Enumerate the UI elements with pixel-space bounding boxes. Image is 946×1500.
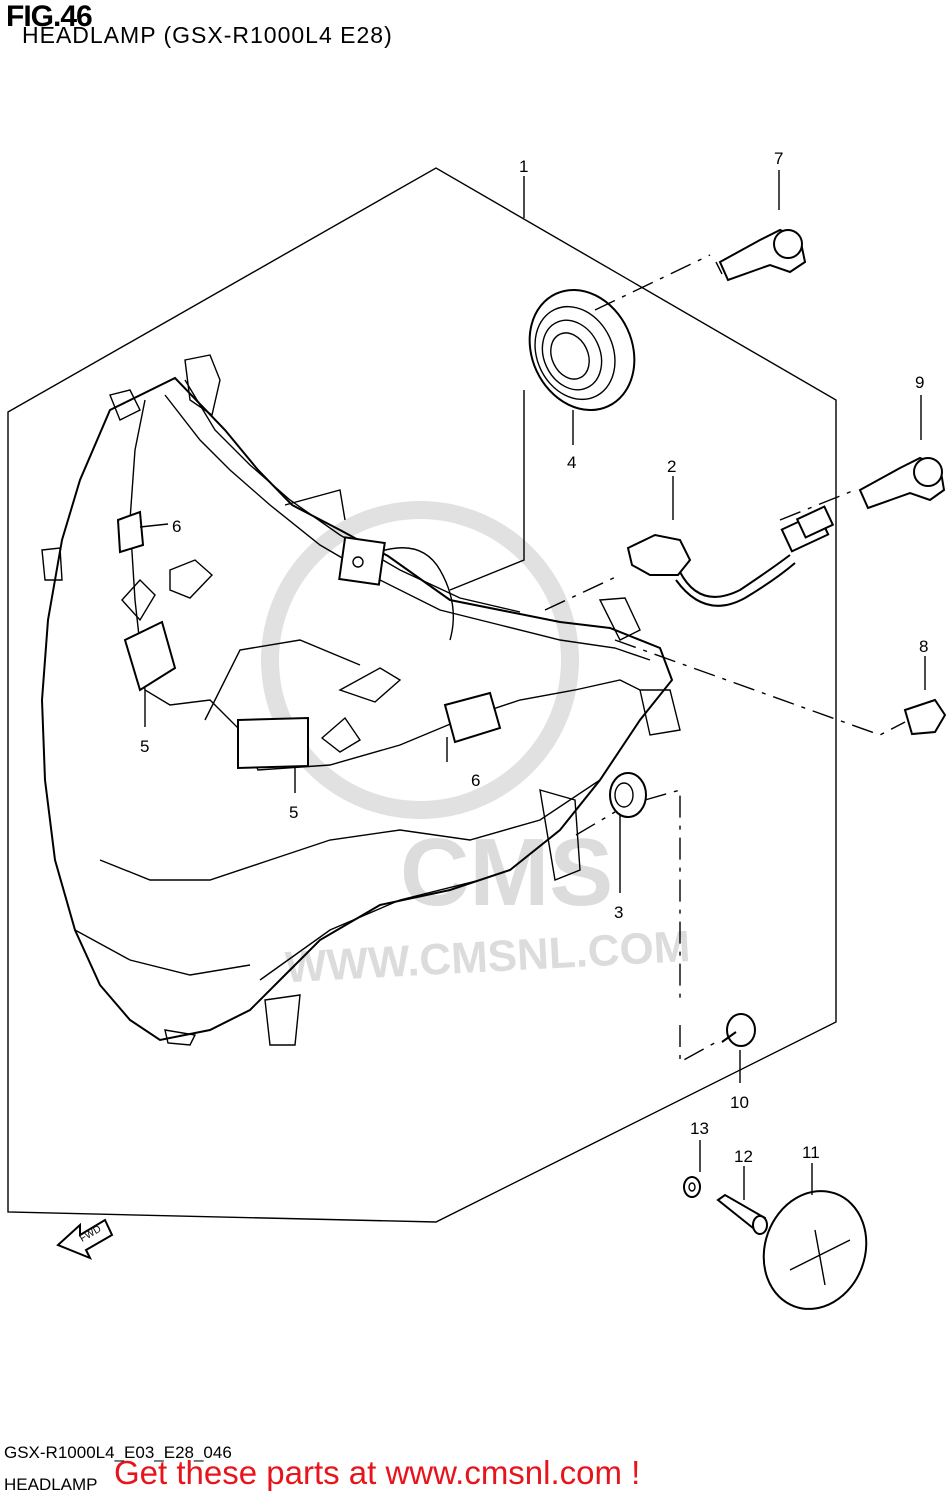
- figure-title: FIG.46: [6, 0, 93, 33]
- diagram-code: GSX-R1000L4_E03_E28_046: [4, 1443, 232, 1462]
- part-13-washer: [683, 1176, 701, 1198]
- callout-3: 3: [614, 903, 623, 922]
- part-9-headlamp-bulb: [858, 456, 946, 510]
- pad-5-left: [123, 620, 177, 692]
- part-3-grommet: [609, 772, 647, 818]
- fwd-arrow: FWD: [56, 1218, 114, 1260]
- callout-6-center: 6: [471, 771, 480, 790]
- part-11-cap: [762, 1190, 868, 1310]
- part-10-screw: [721, 1013, 756, 1047]
- pad-6-center: [443, 691, 502, 744]
- callout-9: 9: [915, 373, 924, 392]
- callout-10: 10: [730, 1093, 749, 1112]
- callout-6-left: 6: [172, 517, 181, 536]
- callout-labels: 1 2 3 4 5 5 6 6 7 8 9 10 11 12 13: [140, 149, 928, 1166]
- watermark-url-text: WWW.CMSNL.COM: [284, 922, 692, 992]
- part-7-headlamp-bulb: [715, 228, 807, 282]
- callout-11: 11: [802, 1143, 820, 1162]
- callout-1: 1: [519, 157, 528, 176]
- callout-7: 7: [774, 149, 783, 168]
- part-2-socket-harness: [626, 505, 835, 607]
- callout-5-left: 5: [140, 737, 149, 756]
- callout-2: 2: [667, 457, 676, 476]
- headlamp-housing: [40, 354, 681, 1046]
- figure-subtitle: HEADLAMP (GSX-R1000L4 E28): [22, 22, 393, 48]
- callout-13: 13: [690, 1119, 709, 1138]
- promo-link[interactable]: Get these parts at www.cmsnl.com !: [114, 1454, 641, 1491]
- part-4-boot-seal: [528, 288, 636, 412]
- leader-lines: [139, 170, 926, 1200]
- cmsnl-watermark: CMS WWW.CMSNL.COM: [261, 501, 692, 992]
- callout-5-center: 5: [289, 803, 298, 822]
- callout-8: 8: [919, 637, 928, 656]
- part-8-position-bulb: [903, 698, 946, 736]
- section-name: HEADLAMP: [4, 1475, 98, 1494]
- assembly-outline: [7, 167, 837, 1223]
- callout-12: 12: [734, 1147, 753, 1166]
- pad-6-left: [116, 510, 145, 554]
- part-12-adjuster: [716, 1193, 768, 1235]
- pad-5-center: [237, 716, 309, 770]
- callout-4: 4: [567, 453, 576, 472]
